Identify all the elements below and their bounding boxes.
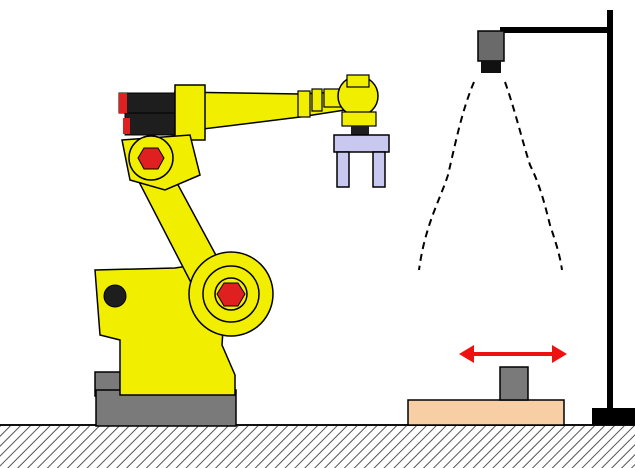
elbow-joint <box>121 134 201 191</box>
double-arrow-icon <box>459 345 567 363</box>
floor <box>0 424 635 468</box>
workpiece <box>499 366 529 401</box>
camera-icon <box>477 30 505 73</box>
gripper-icon <box>333 134 390 188</box>
robot-upper-arm <box>173 88 346 131</box>
robot-wrist <box>337 74 379 135</box>
conveyor-tray <box>407 399 565 426</box>
robot-base <box>94 371 237 427</box>
camera-stand <box>500 10 635 425</box>
motor-pack <box>118 84 206 141</box>
shoulder-joint <box>188 251 274 337</box>
camera-field-of-view <box>418 81 563 271</box>
